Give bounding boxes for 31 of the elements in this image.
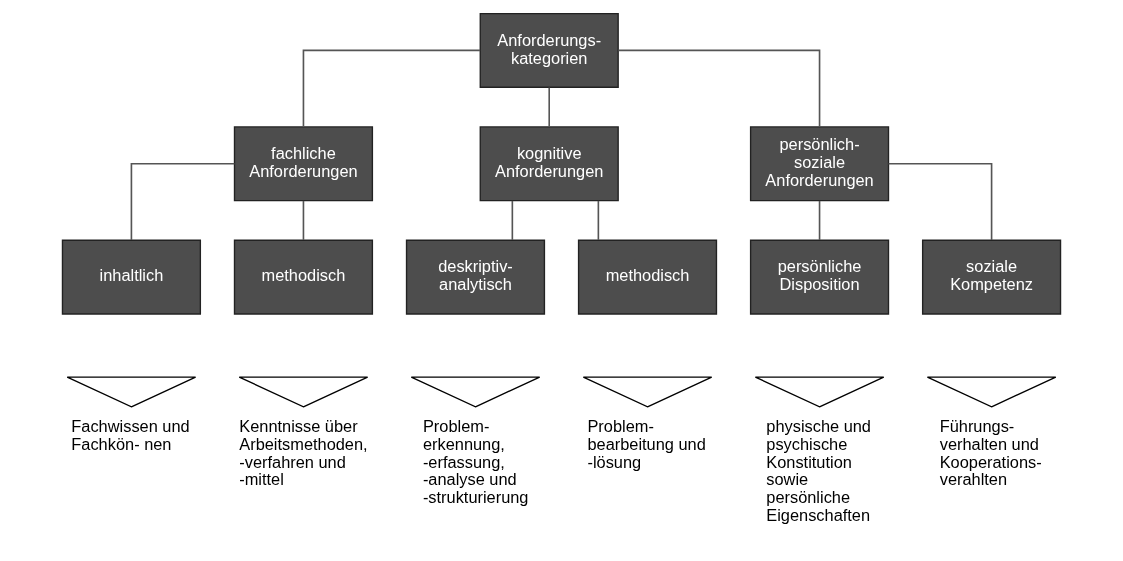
node-box: inhaltlich [61,239,202,315]
connector [130,162,236,241]
connector [302,49,481,128]
connector [548,86,551,128]
connector [511,200,514,241]
node-box: persönliche Disposition [749,239,890,315]
node-label: Führungs- verhalten und Kooperations- verahlten [939,417,1042,489]
node-label: Kenntnisse über Arbeitsmethoden, -verfahren und -mittel [239,417,368,489]
connector [617,49,821,128]
node-triangle [754,376,885,408]
node-label: physische und psychische Konstitution sowie persönliche Eigenschaften [766,417,871,524]
node-triangle [582,376,713,408]
node-label: Problem- bearbeitung und -lösung [587,417,706,471]
node-triangle [66,376,197,408]
connector [887,162,993,241]
node-box: Anforderungs- kategorien [479,12,619,88]
node-label: Problem- erkennung, -erfassung, -analyse und -strukturierung [422,417,529,507]
node-triangle [926,376,1057,408]
node-label: Fachwissen und Fachkön- nen [71,417,190,453]
node-box: persönlich- soziale Anforderungen [749,126,890,202]
node-box: soziale Kompetenz [921,239,1062,315]
node-triangle [238,376,369,408]
connector [302,200,305,241]
node-box: kognitive Anforderungen [479,126,619,202]
node-box: fachliche Anforderungen [233,126,374,202]
connector [818,200,821,241]
node-box: methodisch [577,239,718,315]
node-triangle [410,376,541,408]
node-box: methodisch [233,239,374,315]
connector [597,200,600,241]
node-box: deskriptiv- analytisch [405,239,546,315]
